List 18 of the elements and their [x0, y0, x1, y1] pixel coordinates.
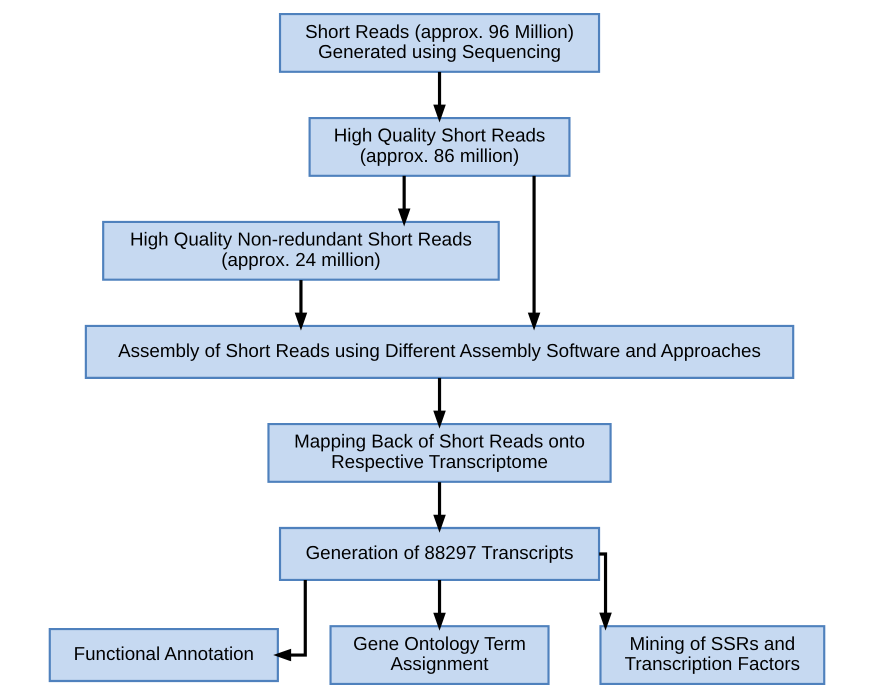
arrow: [599, 552, 612, 631]
node-box: High Quality Non-redundant Short Reads (approx. 24 million): [102, 220, 500, 281]
arrow: [433, 72, 446, 123]
node-box: Assembly of Short Reads using Different Assembly Software and Approaches: [84, 324, 794, 379]
node-box: Short Reads (approx. 96 Million) Generated using Sequencing: [278, 13, 600, 73]
arrow: [433, 378, 446, 429]
node-box: Gene Ontology Term Assignment: [329, 625, 550, 685]
node-box: Generation of 88297 Transcripts: [278, 526, 600, 582]
arrow: [398, 176, 410, 226]
node-box: Mapping Back of Short Reads onto Respective Transcriptome: [267, 422, 612, 483]
arrow: [273, 580, 307, 662]
node-box: Mining of SSRs and Transcription Factors: [599, 625, 826, 685]
arrow: [433, 580, 446, 631]
node-box: High Quality Short Reads (approx. 86 million): [308, 116, 571, 177]
arrow: [528, 176, 540, 330]
arrow: [433, 482, 446, 533]
arrow: [294, 280, 308, 331]
node-box: Functional Annotation: [48, 628, 279, 682]
